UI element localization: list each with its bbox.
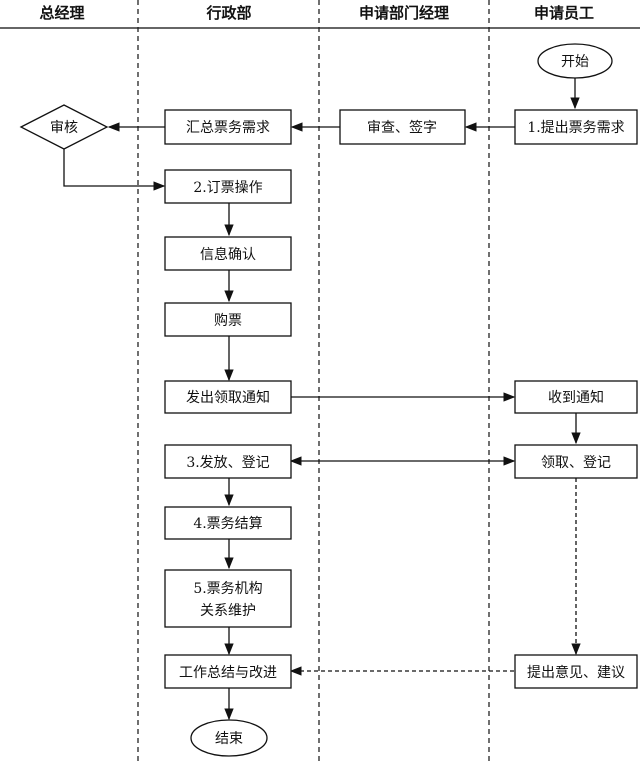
- node-receive-notice: 收到通知: [514, 380, 638, 414]
- node-maintain-relations: 5.票务机构 关系维护: [164, 569, 292, 628]
- svg-text:汇总票务需求: 汇总票务需求: [186, 120, 270, 136]
- node-issue-register: 3.发放、登记: [164, 444, 292, 479]
- svg-text:发出领取通知: 发出领取通知: [186, 389, 270, 406]
- node-submit-request: 1.提出票务需求: [514, 109, 638, 145]
- svg-text:收到通知: 收到通知: [548, 389, 604, 406]
- lane-title-employee: 申请员工: [534, 4, 594, 22]
- lane-title-gm: 总经理: [39, 4, 84, 22]
- node-settlement: 4.票务结算: [164, 506, 292, 540]
- node-review-sign: 审查、签字: [339, 109, 466, 145]
- svg-text:1.提出票务需求: 1.提出票务需求: [527, 120, 624, 136]
- node-purchase: 购票: [164, 302, 292, 337]
- svg-text:2.订票操作: 2.订票操作: [193, 180, 262, 196]
- svg-text:结束: 结束: [215, 731, 243, 747]
- svg-text:开始: 开始: [561, 54, 589, 70]
- lane-title-admin: 行政部: [205, 4, 251, 22]
- lane-title-dept-mgr: 申请部门经理: [359, 4, 449, 22]
- node-collect-register: 领取、登记: [514, 444, 638, 479]
- svg-text:审核: 审核: [50, 120, 78, 136]
- svg-text:领取、登记: 领取、登记: [541, 455, 611, 471]
- node-confirm-info: 信息确认: [164, 236, 292, 271]
- svg-text:5.票务机构: 5.票务机构: [193, 581, 262, 597]
- node-booking: 2.订票操作: [164, 169, 292, 204]
- node-summary-improve: 工作总结与改进: [164, 654, 292, 689]
- svg-text:关系维护: 关系维护: [200, 603, 256, 619]
- svg-text:购票: 购票: [214, 313, 242, 329]
- svg-text:提出意见、建议: 提出意见、建议: [527, 664, 625, 681]
- edge-approve-booking: [63, 149, 166, 191]
- svg-text:4.票务结算: 4.票务结算: [193, 516, 262, 532]
- node-end: 结束: [190, 719, 268, 757]
- node-summarize-demand: 汇总票务需求: [164, 109, 292, 145]
- svg-text:信息确认: 信息确认: [200, 246, 256, 263]
- node-send-notice: 发出领取通知: [164, 380, 292, 414]
- node-approve-decision: 审核: [19, 104, 109, 150]
- svg-text:工作总结与改进: 工作总结与改进: [179, 665, 277, 681]
- node-feedback: 提出意见、建议: [514, 654, 638, 689]
- node-start: 开始: [537, 43, 613, 79]
- svg-text:3.发放、登记: 3.发放、登记: [186, 455, 269, 471]
- svg-text:审查、签字: 审查、签字: [367, 119, 437, 136]
